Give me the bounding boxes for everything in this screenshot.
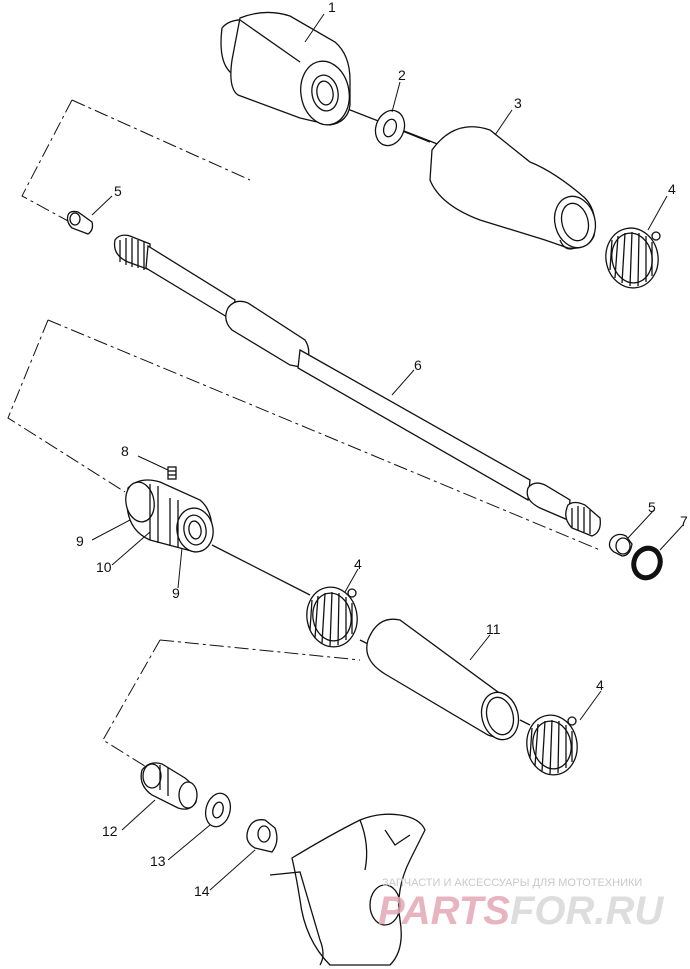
- callout-6: 6: [414, 357, 422, 373]
- callout-14: 14: [194, 883, 210, 899]
- guide-line-lower: [102, 639, 161, 769]
- watermark-brand-for: FOR.RU: [510, 889, 664, 933]
- leader-lines: [91, 13, 684, 891]
- part-5-rivet-top: [66, 210, 94, 235]
- callout-11: 11: [486, 621, 501, 637]
- guide-line-upper-diag: [71, 99, 251, 181]
- callout-5-top: 5: [114, 183, 122, 199]
- callout-8: 8: [121, 443, 129, 459]
- part-7-o-ring: [631, 545, 663, 581]
- callout-2: 2: [398, 67, 406, 83]
- part-13-washer: [204, 792, 232, 828]
- callout-3: 3: [514, 95, 522, 111]
- callout-13: 13: [150, 853, 166, 869]
- part-4-clamp-top: [605, 227, 661, 289]
- callout-9-right: 9: [172, 585, 180, 601]
- callout-7: 7: [680, 513, 688, 529]
- part-11-tube: [366, 618, 520, 741]
- axis-line-top2: [399, 129, 431, 143]
- part-4-clamp-bottom: [526, 714, 578, 776]
- watermark-tagline: ЗАПЧАСТИ И АКСЕССУАРЫ ДЛЯ МОТОТЕХНИКИ: [382, 877, 642, 889]
- part-4-clamp-middle: [306, 586, 358, 648]
- part-5-rivet-bottom: [608, 533, 633, 557]
- callout-9-left: 9: [76, 533, 84, 549]
- callout-1: 1: [328, 0, 336, 15]
- callout-4-top: 4: [668, 181, 676, 197]
- axis-line-low: [519, 719, 531, 726]
- guide-line-lower-diag: [159, 639, 361, 661]
- part-12-adapter: [140, 762, 198, 810]
- watermark-brand-parts: PARTS: [378, 889, 510, 933]
- callout-4-middle: 4: [354, 556, 362, 572]
- callout-5-bottom: 5: [648, 499, 656, 515]
- part-14-spacer: [246, 819, 278, 853]
- callout-4-bottom: 4: [596, 677, 604, 693]
- part-9-10-coupler: [125, 479, 214, 553]
- guide-line-middle: [7, 319, 126, 493]
- guide-line-upper: [21, 99, 73, 223]
- axis-line-mid: [211, 544, 311, 596]
- part-1-bushing: [220, 11, 351, 126]
- callout-10: 10: [96, 559, 112, 575]
- part-8-set-screw: [167, 466, 177, 480]
- impeller-housing: [269, 813, 426, 966]
- callout-12: 12: [102, 823, 118, 839]
- part-2-washer: [374, 109, 406, 147]
- part-3-boot: [429, 126, 597, 250]
- part-6-drive-shaft: [113, 234, 601, 537]
